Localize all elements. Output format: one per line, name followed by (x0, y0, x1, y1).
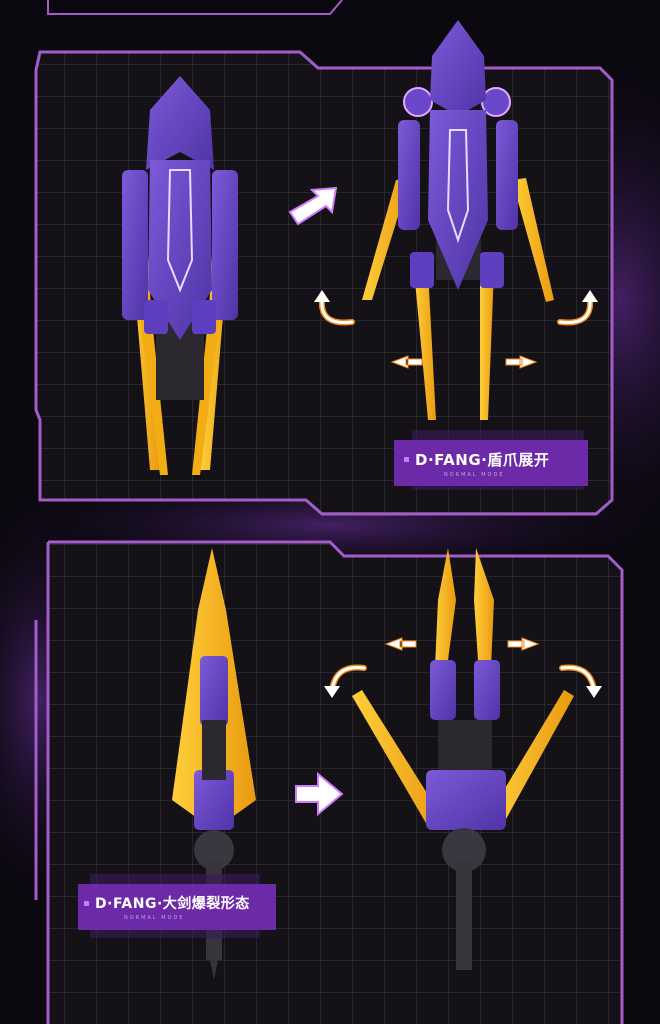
mode-label-greatsword-burst: D·FANG·大剑爆裂形态 NORMAL MODE (78, 884, 276, 930)
mode-title: D·FANG·盾爪展开 (404, 449, 588, 470)
mode-subtitle: NORMAL MODE (124, 915, 185, 921)
top-partial-panel (47, 0, 343, 15)
mode-title-text: D·FANG·盾爪展开 (415, 450, 550, 469)
bullet-icon (404, 456, 409, 462)
arrow-right-icon (288, 186, 338, 226)
label-panel-2-bg (78, 874, 276, 938)
mode-title-text: D·FANG·大剑爆裂形态 (95, 896, 250, 912)
curved-arrow-icon (557, 290, 598, 326)
arrow-right-icon (505, 355, 538, 369)
greatsword-burst-figure (352, 548, 574, 970)
arrow-left-icon (390, 355, 423, 369)
arrow-right-icon (507, 637, 540, 651)
shield-collapsed-figure (122, 76, 238, 475)
mode-title: D·FANG·大剑爆裂形态 (84, 893, 276, 913)
curved-arrow-icon (324, 664, 367, 698)
arrow-left-icon (384, 637, 417, 651)
bullet-icon (84, 900, 89, 906)
panel-greatsword-burst (34, 540, 624, 1024)
shield-deployed-figure (362, 20, 554, 420)
panel-shield-claw (34, 20, 614, 516)
arrow-right-icon (295, 771, 344, 817)
curved-arrow-icon (314, 290, 355, 326)
mode-label-shield-claw: D·FANG·盾爪展开 NORMAL MODE (394, 440, 588, 486)
curved-arrow-icon (559, 664, 602, 698)
label-panel-1-bg (394, 430, 588, 490)
mode-subtitle: NORMAL MODE (444, 471, 505, 478)
